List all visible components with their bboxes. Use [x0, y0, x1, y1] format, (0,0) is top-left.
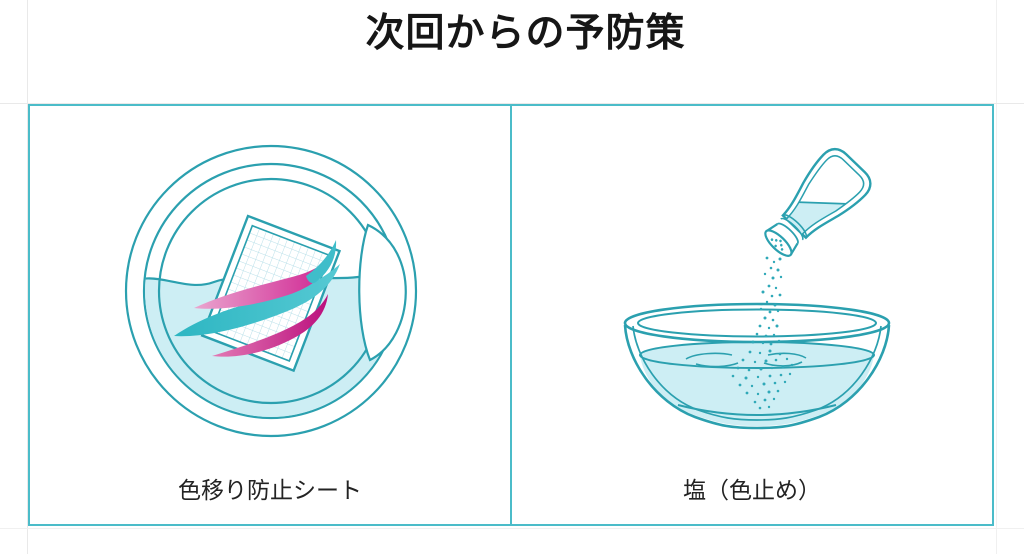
panels-container: 色移り防止シート [28, 104, 994, 526]
bowl-base-line [677, 404, 837, 416]
water-ripples [685, 352, 807, 368]
salt-shaker-bowl-illustration [623, 147, 891, 430]
panel-salt-color-fix: 塩（色止め） [510, 106, 992, 524]
cap-holes [770, 238, 784, 251]
salt-grains [731, 256, 794, 410]
shaker-cap [764, 214, 808, 257]
salt-shaker-icon [764, 147, 872, 257]
panel-caption-right: 塩（色止め） [683, 476, 821, 503]
page-grid-line-top [0, 103, 1024, 104]
page-title: 次回からの予防策 [365, 12, 686, 55]
page-grid-line-right [996, 0, 997, 554]
washing-machine-drum-illustration [124, 144, 418, 438]
color-swirls [174, 240, 340, 357]
water-bowl-icon [623, 302, 891, 430]
panel-color-transfer-sheet: 色移り防止シート [30, 106, 510, 524]
panel-caption-left: 色移り防止シート [178, 476, 362, 503]
page-grid-line-bottom [0, 528, 1024, 529]
door-glass-highlight [358, 223, 407, 362]
page-grid-line-left [27, 0, 28, 554]
bowl-water [640, 355, 874, 426]
